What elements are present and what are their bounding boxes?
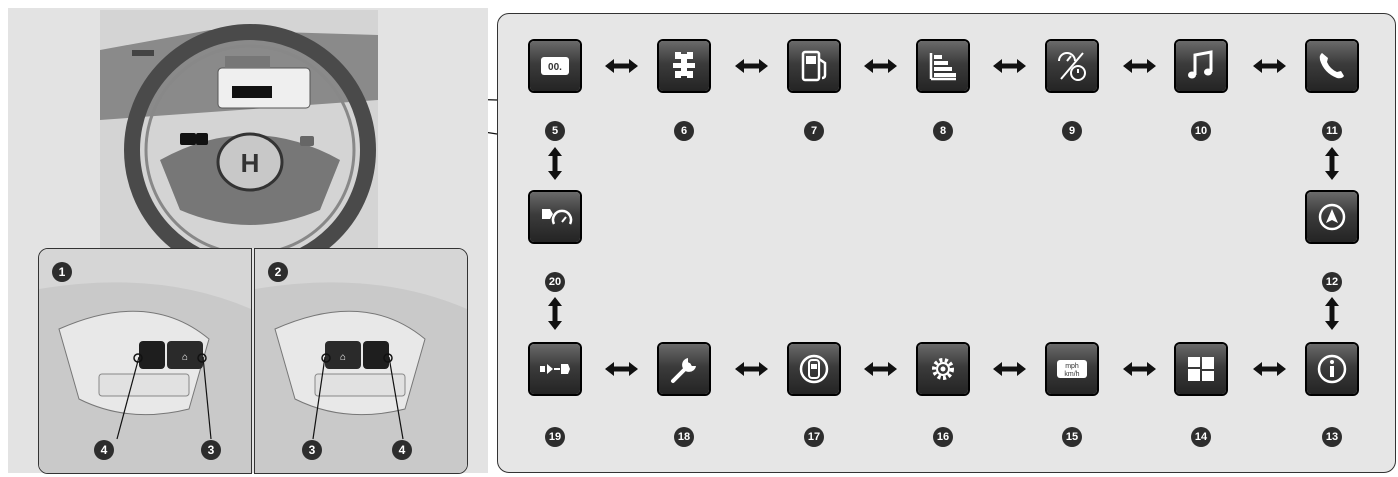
menu-number-badge: 7 xyxy=(804,121,824,141)
info-icon xyxy=(1307,344,1357,394)
menu-number-badge: 16 xyxy=(933,427,953,447)
menu-number-badge: 19 xyxy=(545,427,565,447)
menu-number-badge: 13 xyxy=(1322,427,1342,447)
menu-number-badge: 9 xyxy=(1062,121,1082,141)
door-status-icon xyxy=(789,344,839,394)
svg-text:H: H xyxy=(241,148,260,178)
menu-number-badge: 17 xyxy=(804,427,824,447)
callout-badge-left: 4 xyxy=(94,440,114,460)
svg-text:mph: mph xyxy=(1065,363,1079,370)
inset-left-control-closeup: ⌂ xyxy=(38,248,252,474)
svg-text:⌂: ⌂ xyxy=(182,352,188,363)
menu-number-badge: 10 xyxy=(1191,121,1211,141)
inset-badge-1: 1 xyxy=(52,262,72,282)
callout-badge-right: 4 xyxy=(392,440,412,460)
steering-wheel-illustration: H xyxy=(100,10,378,248)
inset-badge-2: 2 xyxy=(268,262,288,282)
odometer-icon: 00. xyxy=(530,41,580,91)
display-layout-icon xyxy=(1176,344,1226,394)
menu-number-badge: 6 xyxy=(674,121,694,141)
menu-number-badge: 8 xyxy=(933,121,953,141)
maintenance-wrench-icon xyxy=(659,344,709,394)
audio-icon xyxy=(1176,41,1226,91)
callout-badge-left: 3 xyxy=(302,440,322,460)
menu-number-badge: 12 xyxy=(1322,272,1342,292)
menu-number-badge: 11 xyxy=(1322,121,1342,141)
svg-text:00.: 00. xyxy=(548,62,562,73)
menu-number-badge: 5 xyxy=(545,121,565,141)
settings-gear-icon xyxy=(918,344,968,394)
awd-torque-icon xyxy=(659,41,709,91)
phone-icon xyxy=(1307,41,1357,91)
fuel-economy-icon xyxy=(789,41,839,91)
navigation-icon xyxy=(1307,192,1357,242)
bar-graph-icon xyxy=(918,41,968,91)
menu-number-badge: 18 xyxy=(674,427,694,447)
svg-text:⌂: ⌂ xyxy=(340,352,346,363)
menu-number-badge: 20 xyxy=(545,272,565,292)
menu-number-badge: 15 xyxy=(1062,427,1082,447)
svg-text:km/h: km/h xyxy=(1064,371,1079,378)
trip-timer-icon xyxy=(1047,41,1097,91)
inset-right-control-closeup: ⌂ xyxy=(254,248,468,474)
traffic-sign-speed-icon xyxy=(530,192,580,242)
menu-number-badge: 14 xyxy=(1191,427,1211,447)
following-distance-icon xyxy=(530,344,580,394)
callout-badge-right: 3 xyxy=(201,440,221,460)
